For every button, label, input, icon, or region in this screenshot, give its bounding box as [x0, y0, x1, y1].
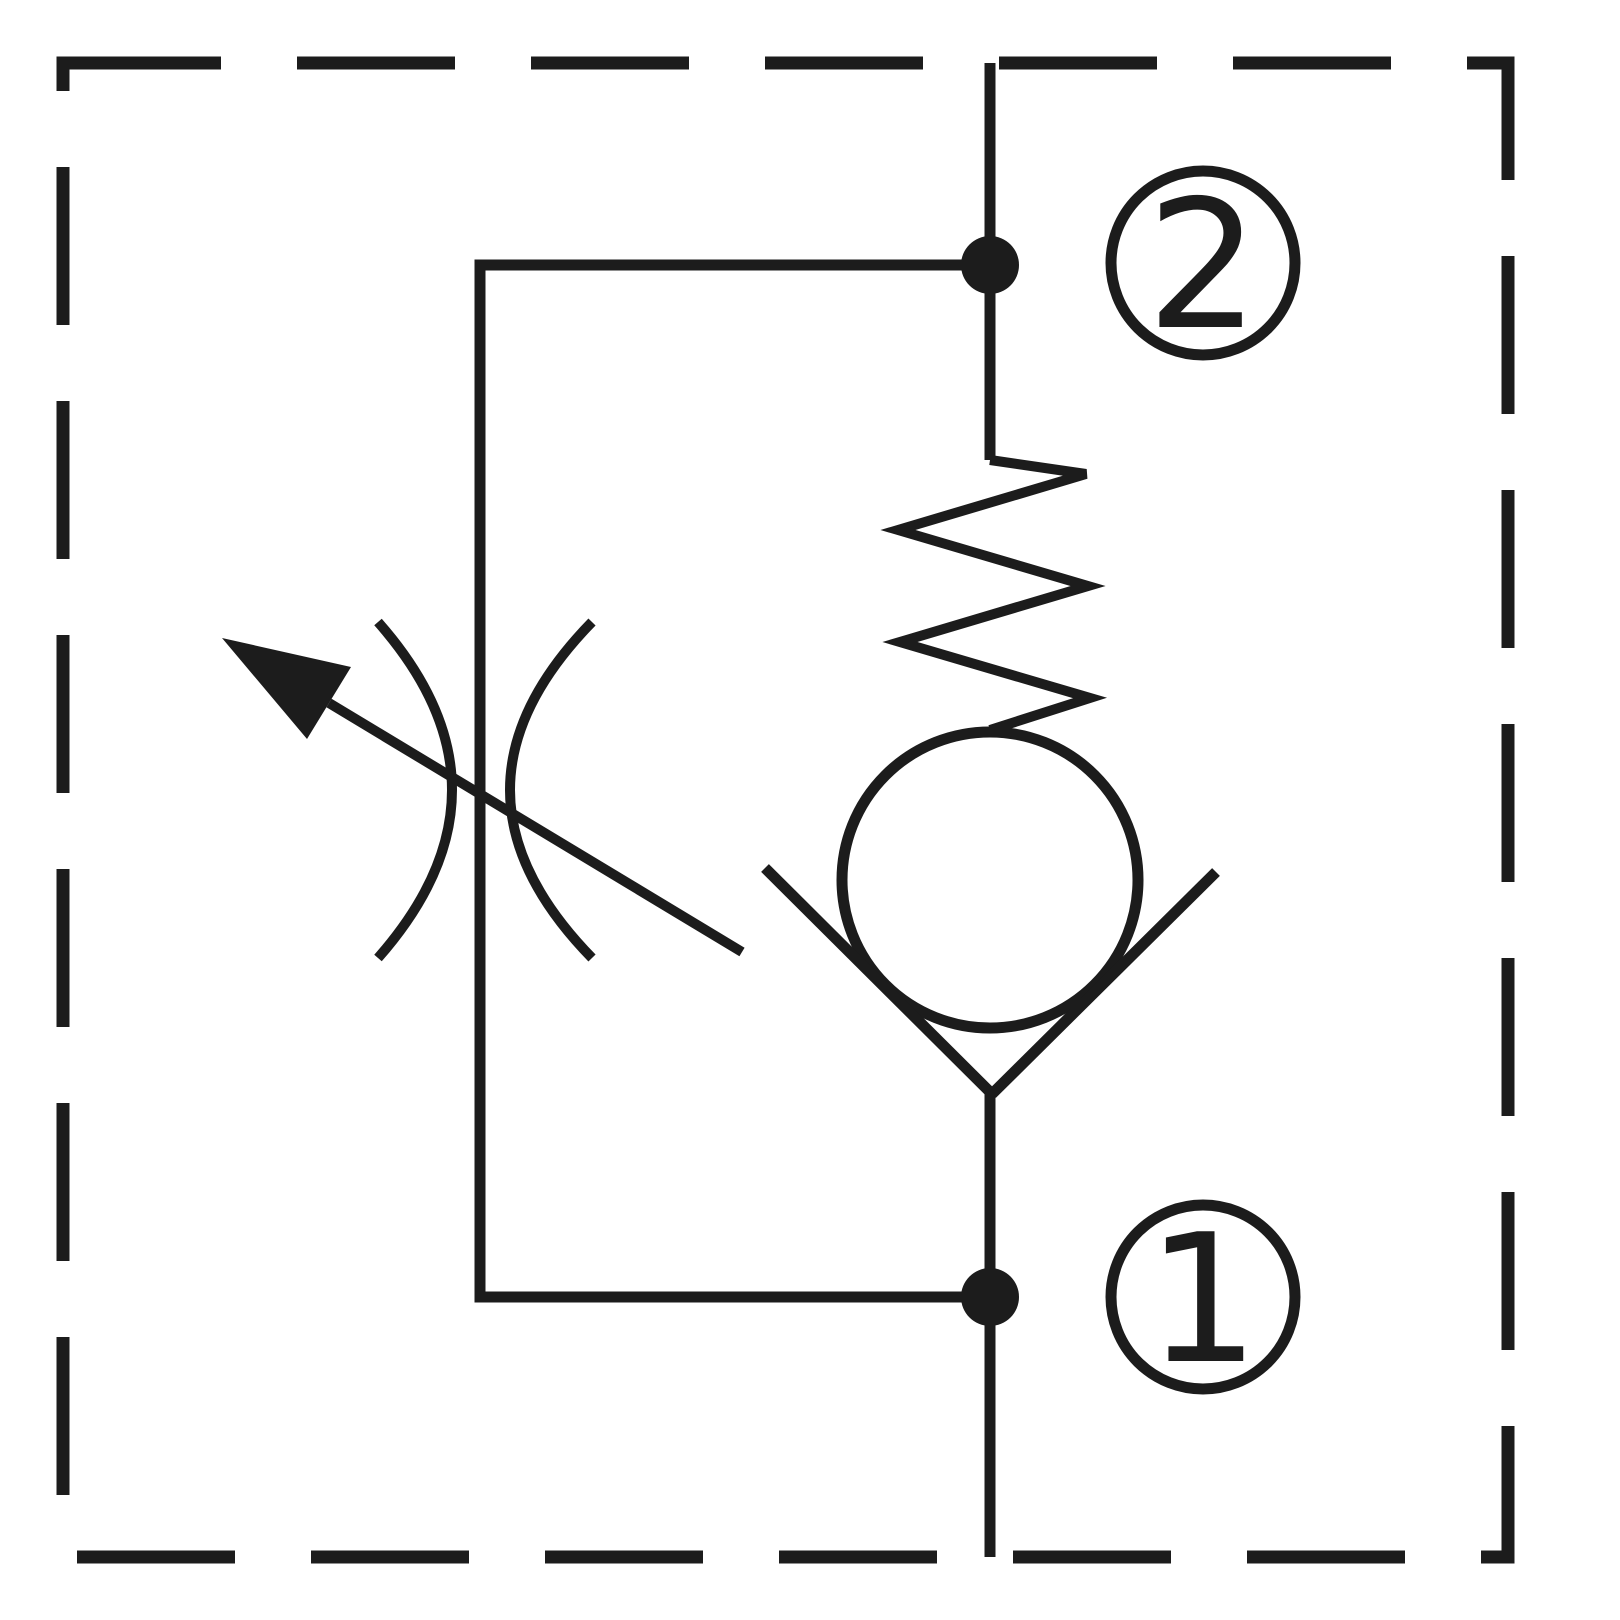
component-boundary-dashed-border — [56, 56, 1515, 1564]
schematic-linework — [56, 56, 1515, 1564]
port-1-label: 1 — [1146, 1196, 1259, 1403]
check-valve-ball — [836, 726, 1144, 1034]
valve-seat-left — [761, 864, 996, 1098]
spring-symbol — [880, 455, 1108, 735]
throttle-arc-right — [505, 618, 596, 962]
adjustment-arrow-head-icon — [222, 638, 351, 739]
bypass-line — [474, 259, 990, 1303]
port-2-label: 2 — [1146, 162, 1259, 369]
junction-dot-top — [961, 236, 1019, 294]
junction-dot-bottom — [961, 1268, 1019, 1326]
throttle-arc-left — [374, 618, 457, 962]
port-1-circle — [1105, 1199, 1301, 1395]
adjustment-arrow-shaft — [326, 698, 745, 957]
valve-seat-right — [988, 868, 1220, 1098]
port-2-circle — [1105, 165, 1301, 361]
schematic-fills: 2 1 — [222, 162, 1260, 1403]
